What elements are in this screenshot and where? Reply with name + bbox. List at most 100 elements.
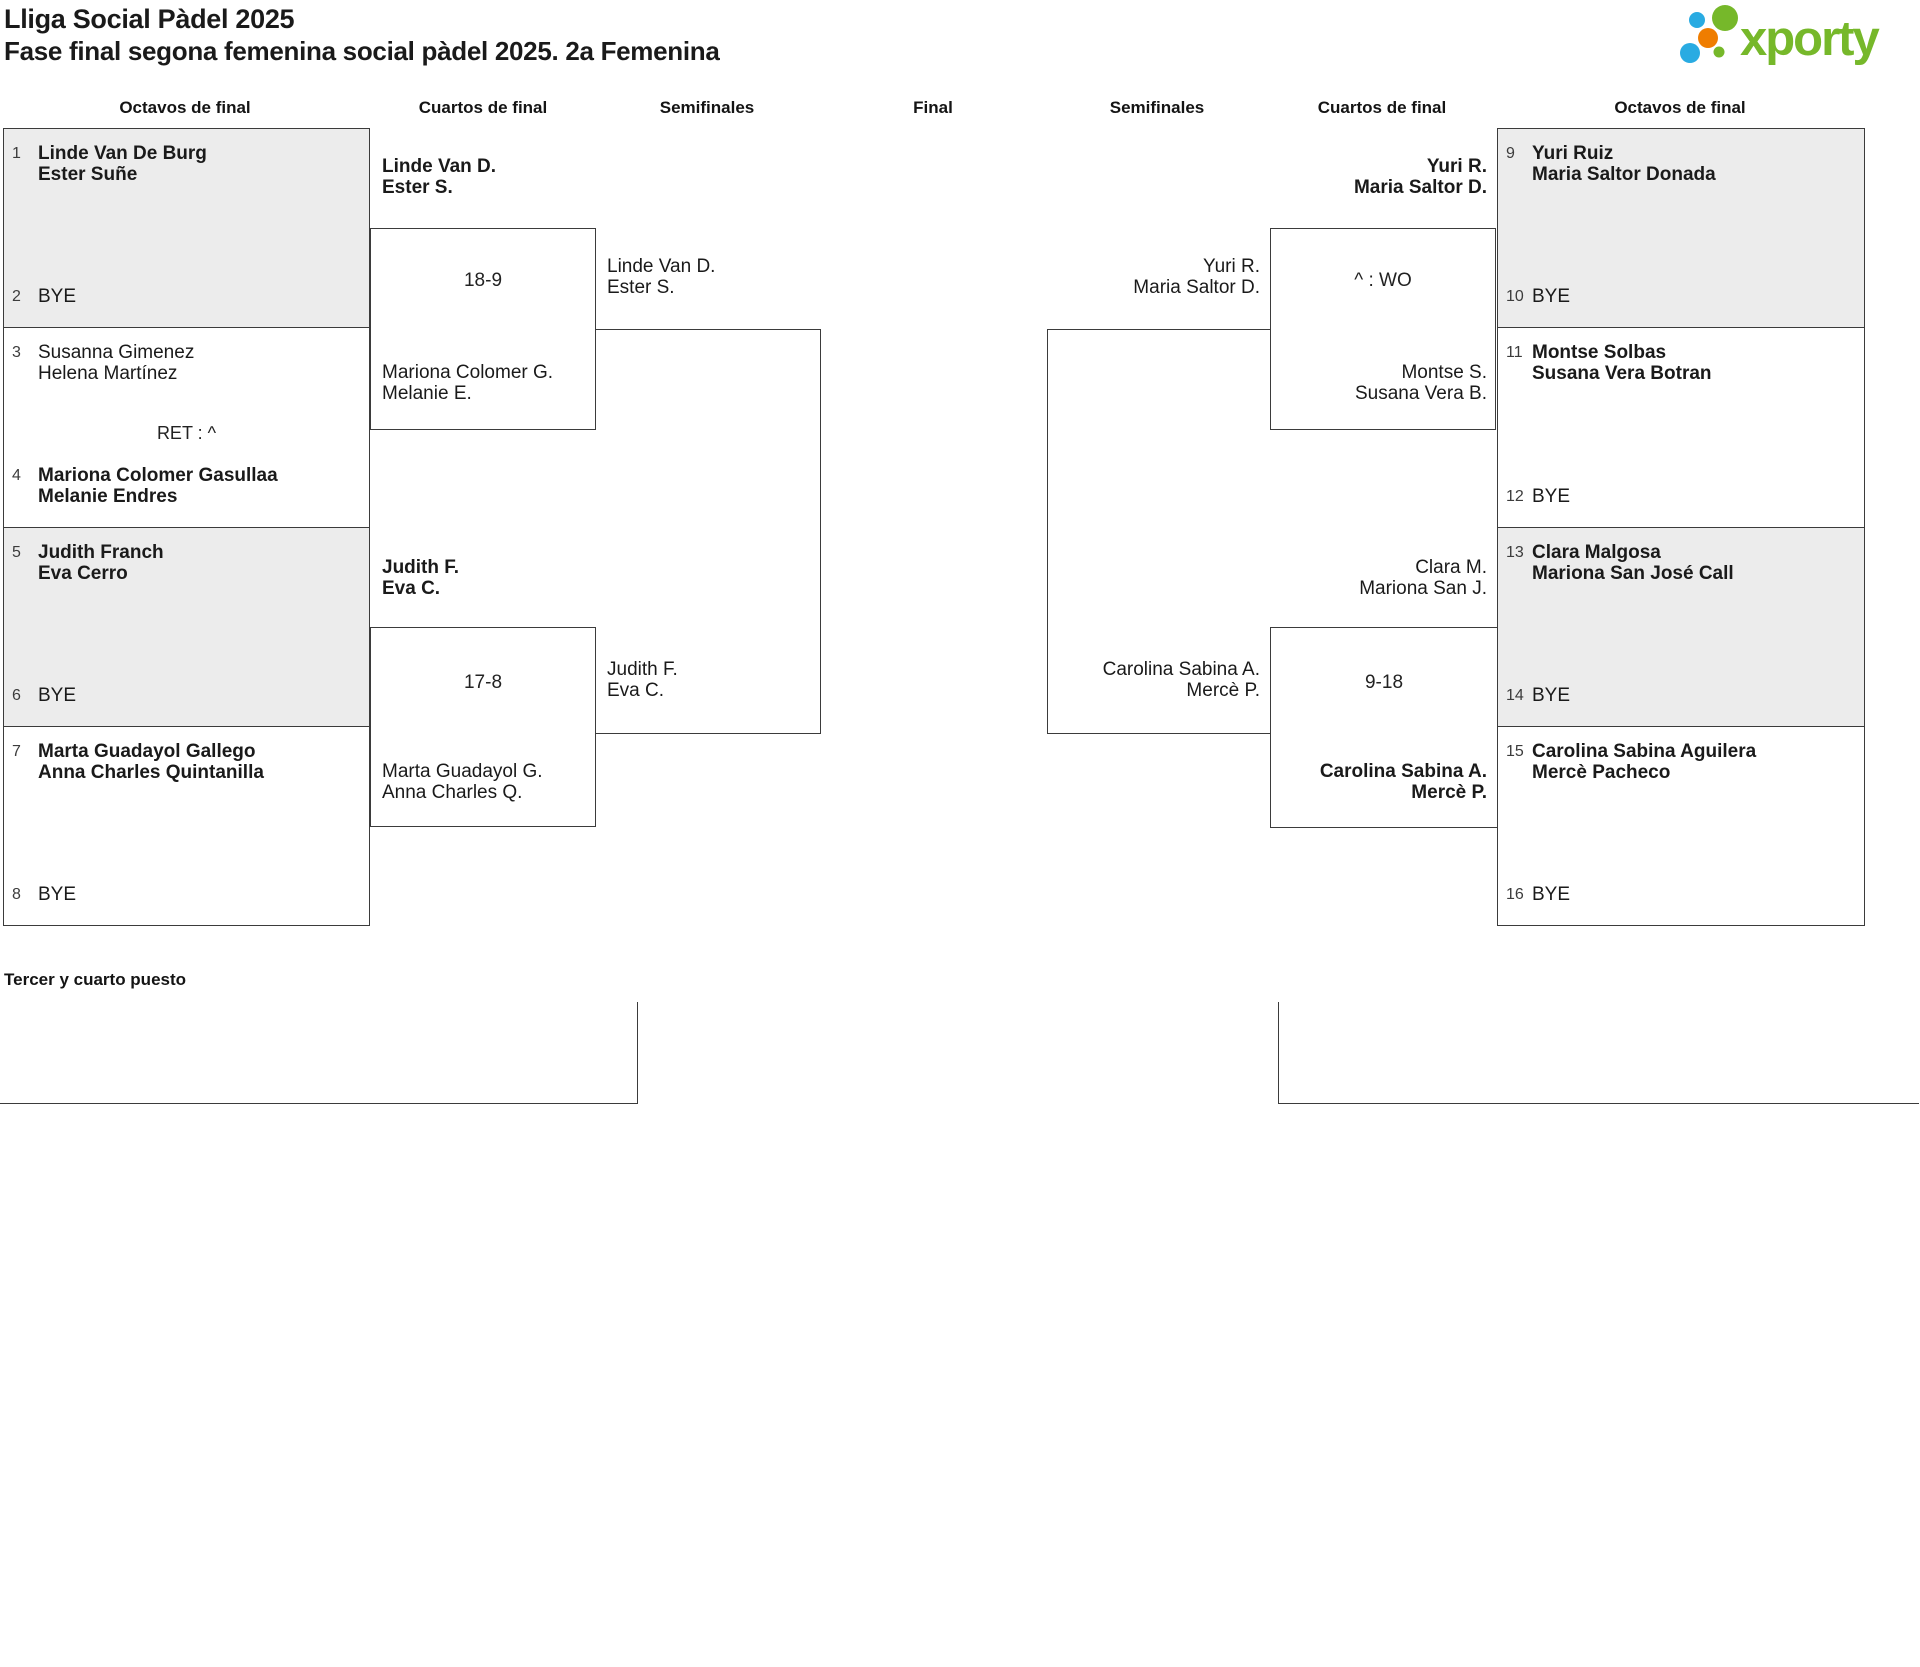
player-name: BYE xyxy=(1532,884,1571,905)
player-name: Linde Van D. xyxy=(607,256,716,277)
player-name: BYE xyxy=(1532,685,1571,706)
semifinal-right-box xyxy=(1047,329,1271,734)
player-name: Mariona Colomer G. xyxy=(382,362,554,383)
seed-number: 4 xyxy=(12,467,21,484)
match-note: RET : ^ xyxy=(156,423,217,443)
match-score: 18-9 xyxy=(463,270,503,291)
round-header-octavos-left: Octavos de final xyxy=(119,98,251,117)
player-name: Eva Cerro xyxy=(38,563,128,584)
player-name: Yuri R. xyxy=(1426,156,1487,177)
xporty-logo: xporty xyxy=(1655,0,1920,78)
match-score: 9-18 xyxy=(1364,672,1404,693)
round-header-cuartos-left: Cuartos de final xyxy=(418,98,548,117)
player-name: Linde Van D. xyxy=(382,156,497,177)
player-name: Marta Guadayol G. xyxy=(382,761,543,782)
seed-number: 5 xyxy=(12,544,21,561)
xporty-logo-dots: xporty xyxy=(1680,5,1882,66)
semifinal-team: Judith F. Eva C. xyxy=(607,659,678,701)
player-name: Mercè P. xyxy=(1186,680,1260,701)
player-name: BYE xyxy=(38,685,77,706)
player-name: BYE xyxy=(38,286,77,307)
player-name: Marta Guadayol Gallego xyxy=(38,741,256,762)
player-name: Helena Martínez xyxy=(38,363,178,384)
player-name: Maria Saltor D. xyxy=(1353,177,1487,198)
third-place-connector-right xyxy=(1278,1002,1919,1104)
seed-number: 14 xyxy=(1506,687,1524,704)
third-place-connector-left xyxy=(0,1002,638,1104)
page-subtitle: Fase final segona femenina social pàdel … xyxy=(4,36,720,66)
player-name: Ester S. xyxy=(607,277,675,298)
round-header-cuartos-right: Cuartos de final xyxy=(1317,98,1447,117)
seed-number: 2 xyxy=(12,288,21,305)
player-name: Yuri R. xyxy=(1202,256,1260,277)
team-entry: 6 BYE xyxy=(4,685,369,706)
player-name: Judith Franch xyxy=(38,542,164,563)
player-name: Susana Vera B. xyxy=(1354,383,1487,404)
third-place-title: Tercer y cuarto puesto xyxy=(4,970,187,989)
player-name: Clara M. xyxy=(1415,557,1487,578)
round-header-final: Final xyxy=(913,98,953,117)
semifinal-team: Linde Van D. Ester S. xyxy=(607,256,715,298)
round-header-octavos-right: Octavos de final xyxy=(1614,98,1746,117)
player-name: Melanie Endres xyxy=(38,486,178,507)
semifinal-team: Yuri R. Maria Saltor D. xyxy=(1050,256,1260,298)
cuartos-match-2-box xyxy=(370,627,596,827)
round-header-semis-left: Semifinales xyxy=(659,98,755,117)
seed-number: 11 xyxy=(1506,344,1523,361)
team-entry: 10 BYE xyxy=(1498,286,1864,307)
player-name: Anna Charles Q. xyxy=(382,782,523,803)
player-name: Maria Saltor Donada xyxy=(1532,164,1716,185)
team-entry: 16 BYE xyxy=(1498,884,1864,905)
player-name: BYE xyxy=(1532,486,1571,507)
player-name: Carolina Sabina A. xyxy=(1319,761,1487,782)
team-entry: 14 BYE xyxy=(1498,685,1864,706)
player-name: Mercè P. xyxy=(1411,782,1487,803)
player-name: Linde Van De Burg xyxy=(38,143,207,164)
player-name: Mercè Pacheco xyxy=(1532,762,1671,783)
page-title: Lliga Social Pàdel 2025 xyxy=(4,4,295,34)
player-name: Yuri Ruiz xyxy=(1532,143,1614,164)
player-name: Judith F. xyxy=(382,557,460,578)
cuartos-team: Yuri R. Maria Saltor D. xyxy=(1277,156,1487,198)
seed-number: 15 xyxy=(1506,743,1524,760)
seed-number: 16 xyxy=(1506,886,1524,903)
player-name: Ester S. xyxy=(382,177,453,198)
player-name: Mariona Colomer Gasullaa xyxy=(38,465,278,486)
round-header-semis-right: Semifinales xyxy=(1109,98,1205,117)
player-name: Mariona San J. xyxy=(1359,578,1487,599)
player-name: BYE xyxy=(1532,286,1571,307)
player-name: Anna Charles Quintanilla xyxy=(38,762,264,783)
team-entry: 8 BYE xyxy=(4,884,369,905)
player-name: Clara Malgosa xyxy=(1532,542,1661,563)
seed-number: 10 xyxy=(1506,288,1524,305)
player-name: Susana Vera Botran xyxy=(1532,363,1712,384)
player-name: Susanna Gimenez xyxy=(38,342,195,363)
player-name: Eva C. xyxy=(382,578,441,599)
seed-number: 7 xyxy=(12,743,21,760)
semifinal-left-box xyxy=(595,329,821,734)
xporty-logo-text: xporty xyxy=(1740,12,1880,66)
semifinal-team: Carolina Sabina A. Mercè P. xyxy=(1050,659,1260,701)
seed-number: 3 xyxy=(12,344,21,361)
player-name: Mariona San José Call xyxy=(1532,563,1734,584)
player-name: Eva C. xyxy=(607,680,665,701)
team-entry: 12 BYE xyxy=(1498,486,1864,507)
seed-number: 1 xyxy=(12,145,21,162)
player-name: Ester Suñe xyxy=(38,164,138,185)
cuartos-team: Judith F. Eva C. xyxy=(382,557,459,599)
